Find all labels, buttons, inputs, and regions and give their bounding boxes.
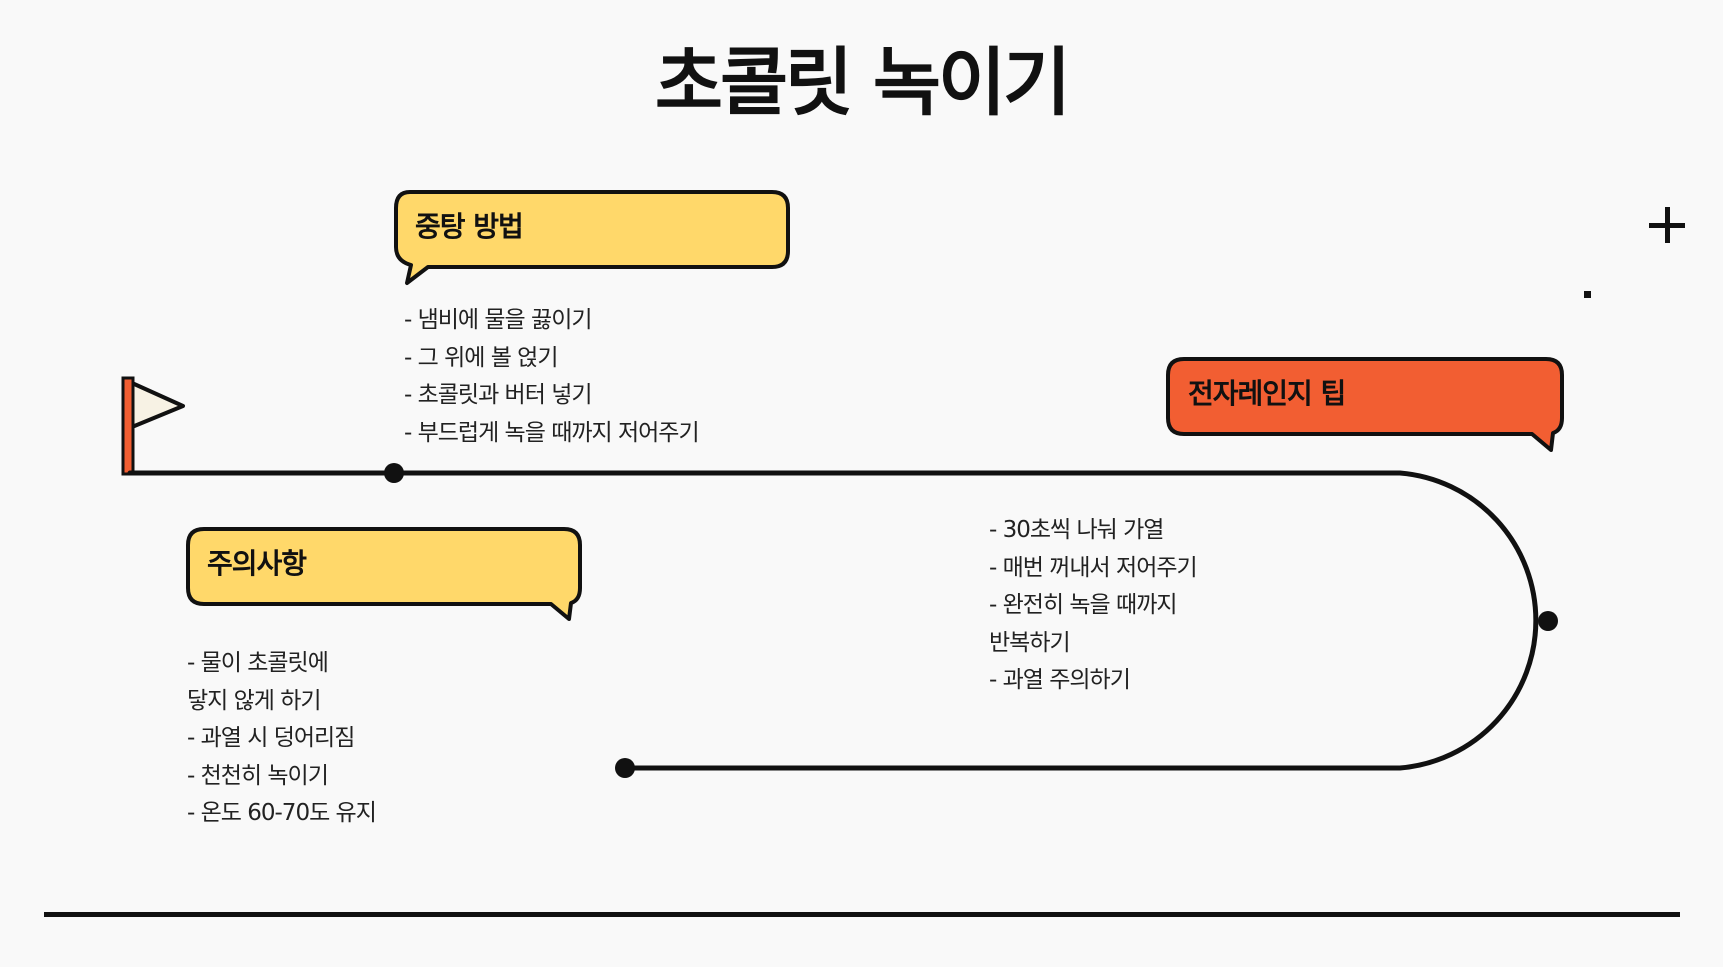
double-boiler-label: 중탕 방법 [415, 210, 524, 243]
microwave-label: 전자레인지 팁 [1188, 377, 1346, 410]
bubble-double-boiler [394, 190, 790, 285]
list-item: - 30초씩 나눠 가열 [989, 517, 1164, 543]
flag-cloth [130, 381, 185, 429]
list-item: - 과열 시 덩어리짐 [187, 725, 355, 751]
double-boiler-list: - 냄비에 물을 끓이기 - 그 위에 볼 얹기 - 초콜릿과 버터 넣기 - … [404, 302, 700, 452]
bubble-cautions [186, 527, 582, 621]
timeline-path [127, 470, 1539, 771]
microwave-list: - 30초씩 나눠 가열 - 매번 꺼내서 저어주기 - 완전히 녹을 때까지 … [989, 512, 1198, 700]
page-title: 초콜릿 녹이기 [654, 40, 1071, 126]
cautions-list: - 물이 초콜릿에 닿지 않게 하기 - 과열 시 덩어리짐 - 천천히 녹이기… [187, 645, 377, 833]
timeline-node-microwave [1538, 611, 1558, 631]
list-item: - 물이 초콜릿에 [187, 650, 329, 676]
list-item: - 온도 60-70도 유지 [187, 800, 377, 826]
list-item: - 천천히 녹이기 [187, 762, 329, 789]
bottom-rule [44, 912, 1680, 917]
list-item: - 과열 주의하기 [989, 667, 1131, 693]
dot-icon [1584, 291, 1591, 298]
bubble-microwave [1166, 357, 1564, 452]
flag-icon [121, 376, 185, 476]
plus-icon [1649, 207, 1685, 243]
cautions-label: 주의사항 [207, 547, 307, 580]
list-item: - 냄비에 물을 끓이기 [404, 307, 593, 333]
timeline-node-double-boiler [384, 463, 404, 483]
list-item: - 매번 꺼내서 저어주기 [989, 554, 1198, 581]
list-item: - 완전히 녹을 때까지 [989, 592, 1178, 618]
list-item: - 그 위에 볼 얹기 [404, 344, 559, 371]
flag-pole [121, 376, 135, 476]
timeline-node-end [615, 758, 635, 778]
list-item: 반복하기 [989, 629, 1071, 656]
list-item: - 초콜릿과 버터 넣기 [404, 382, 593, 408]
list-item: 닿지 않게 하기 [187, 687, 322, 714]
list-item: - 부드럽게 녹을 때까지 저어주기 [404, 419, 700, 446]
